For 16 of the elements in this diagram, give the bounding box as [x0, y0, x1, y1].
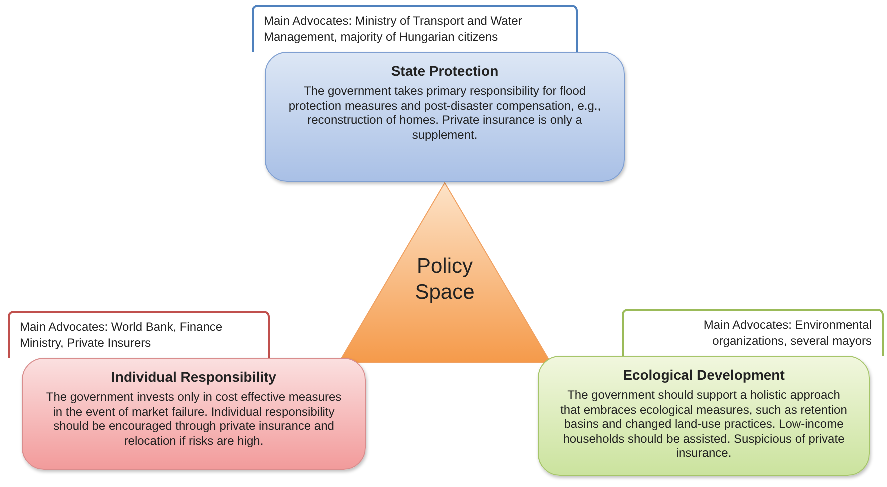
policy-box — [538, 356, 870, 476]
advocates-note: Main Advocates: Ministry of Transport and Water Management, majority of Hungarian citizens — [264, 14, 522, 44]
policy-box — [265, 52, 625, 182]
box-description: The government takes primary responsibility for flood protection measures and post-disaster compensation, e.g., reconstruction of homes. Private insurance is only a supplement. — [288, 84, 602, 142]
triangle-label: Policy Space — [414, 254, 476, 306]
policy-box — [22, 358, 366, 470]
box-heading: State Protection — [390, 63, 500, 79]
advocates-note: Main Advocates: World Bank, Finance Ministry, Private Insurers — [20, 320, 223, 350]
box-heading: Ecological Development — [622, 367, 786, 383]
advocates-note: Main Advocates: Environmental organizations, several mayors — [704, 318, 872, 348]
advocates-box — [8, 311, 270, 358]
advocates-box — [622, 309, 884, 356]
box-description: The government should support a holistic approach that embraces ecological measures, such as retention basins and changed land-use practices. Low-income households should be assisted. Suspicious of private insurance. — [560, 388, 848, 460]
advocates-box — [252, 5, 578, 52]
box-heading: Individual Responsibility — [110, 369, 278, 385]
box-description: The government invests only in cost effective measures in the event of market failure. Individual responsibility should be encouraged through private insurance and relocation if risks are high. — [45, 390, 343, 448]
